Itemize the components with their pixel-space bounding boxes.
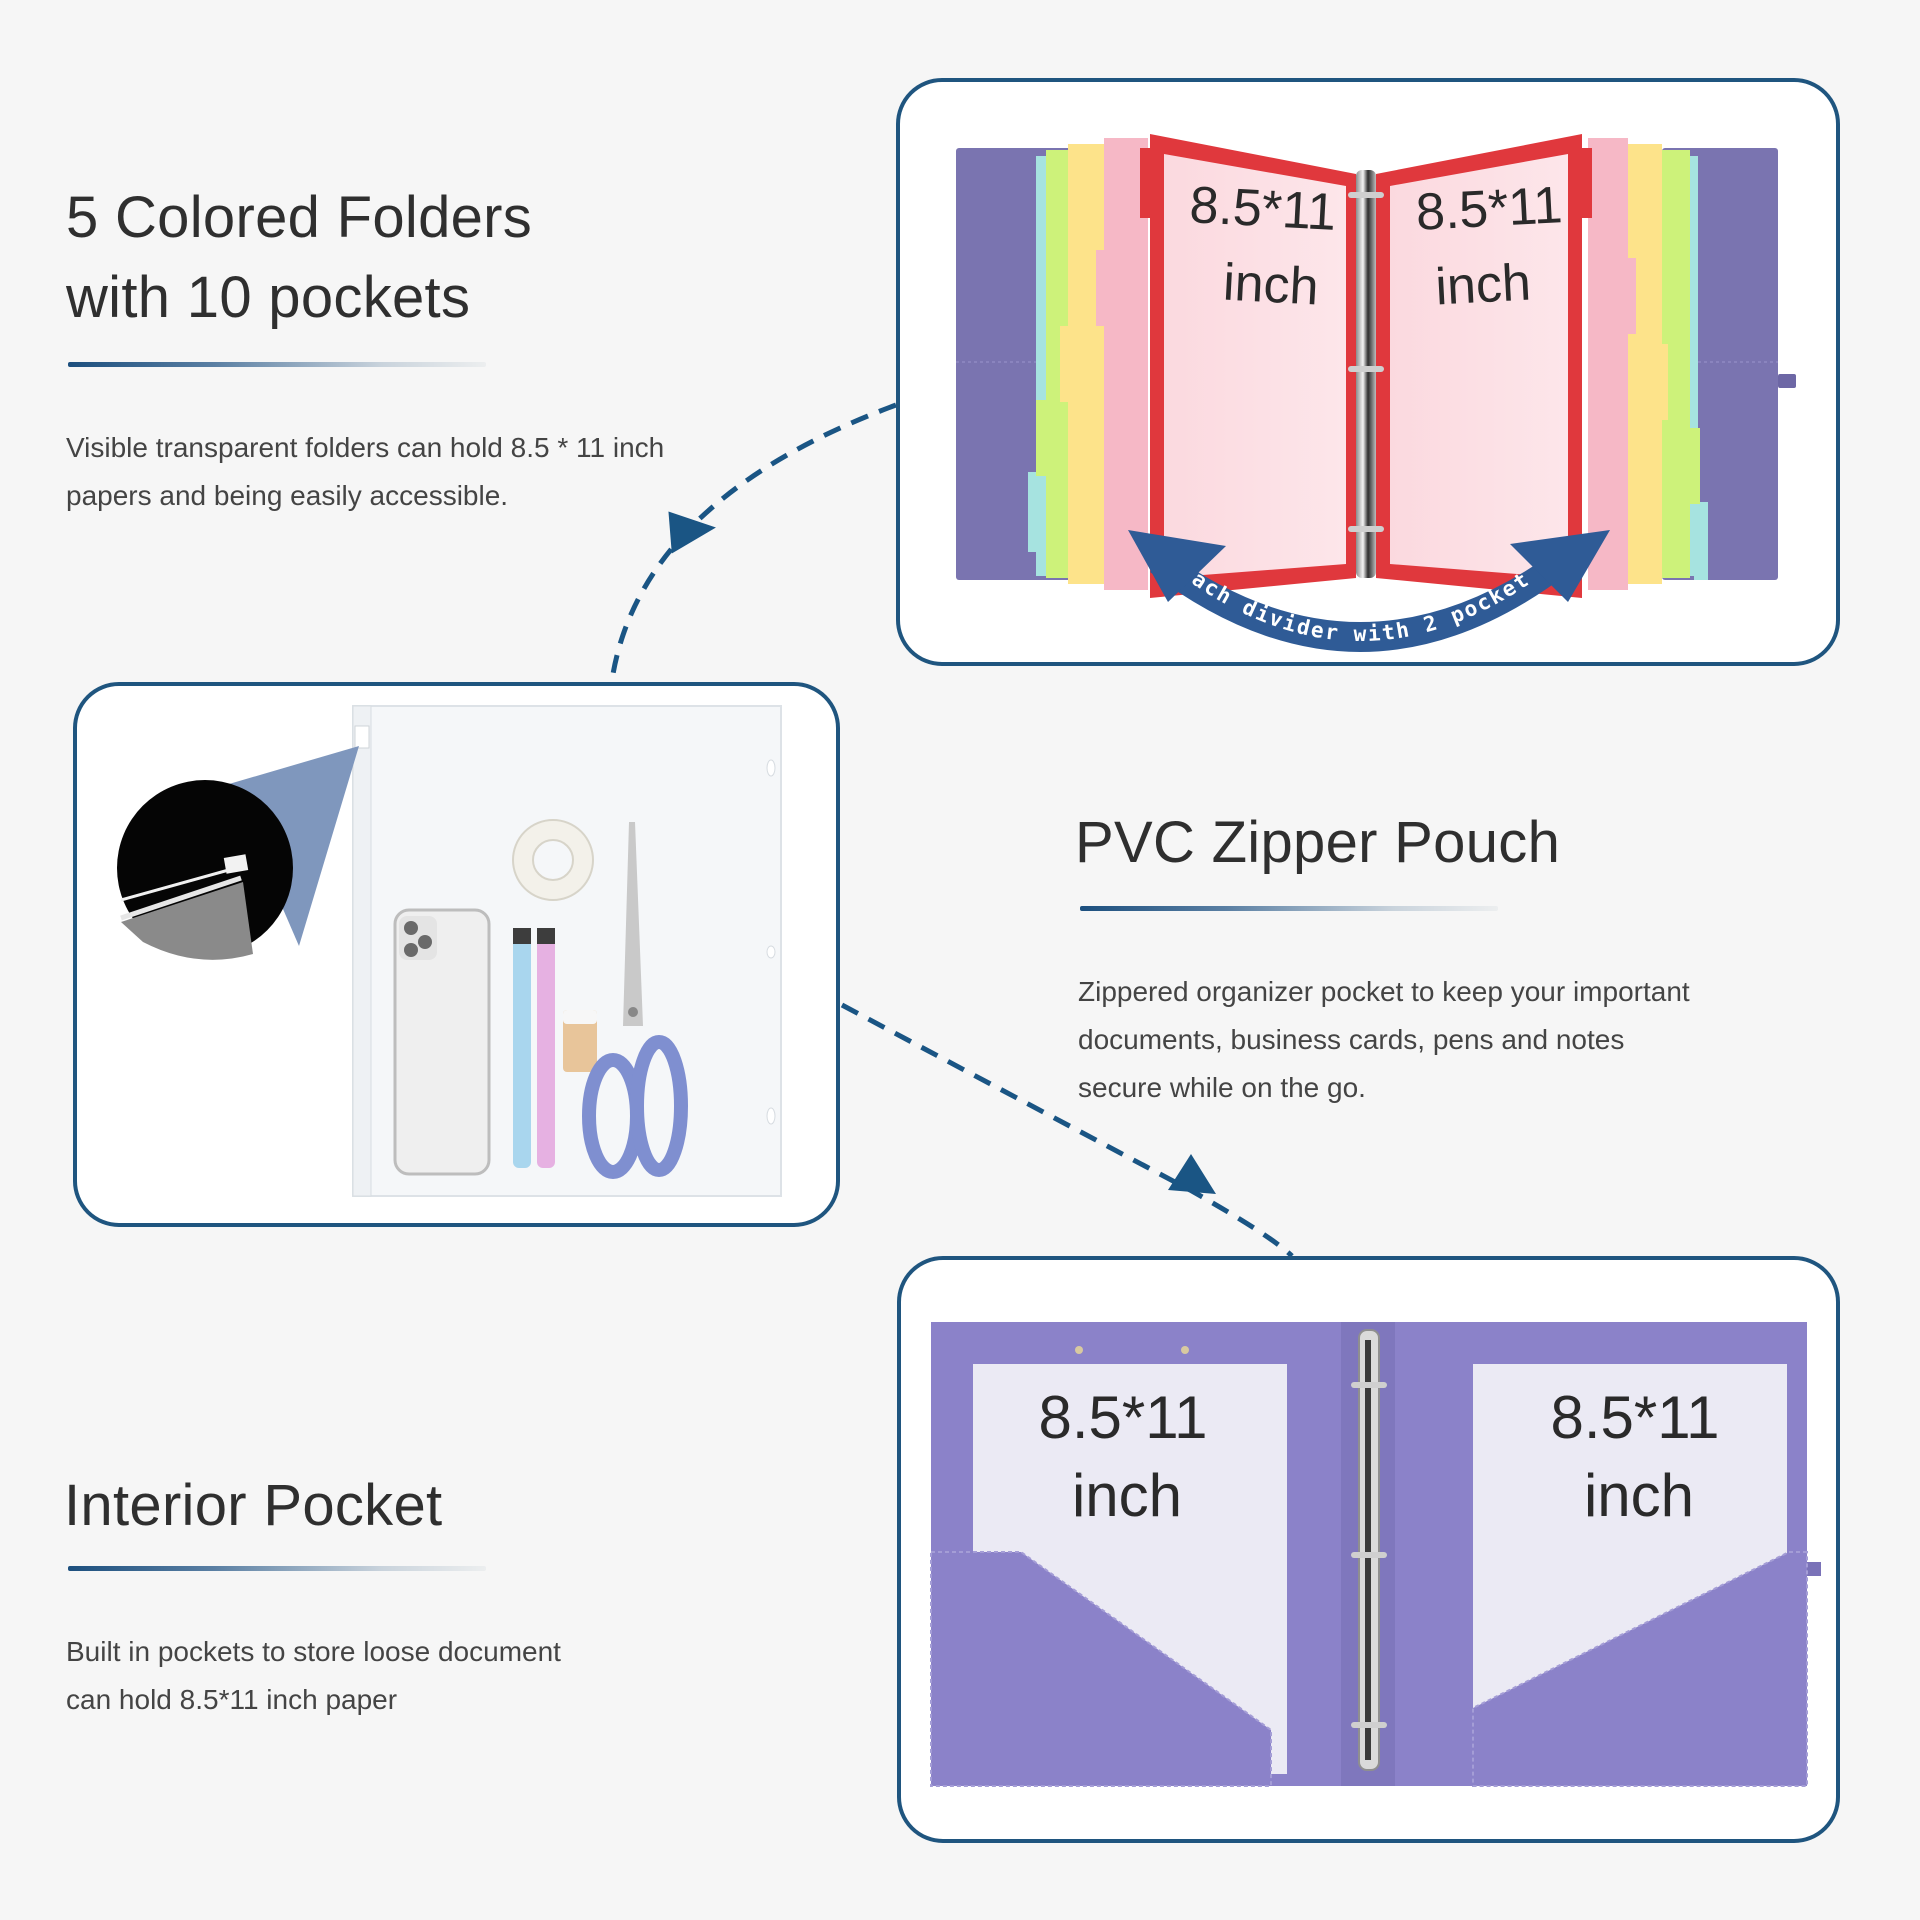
left-pink-page xyxy=(1164,154,1346,578)
phone-icon xyxy=(393,908,491,1176)
interior-pocket-description: Built in pockets to store loose document… xyxy=(66,1628,561,1724)
left-red-tab xyxy=(1140,148,1154,218)
arc-arrowhead-left xyxy=(1128,530,1226,602)
snap-button-1 xyxy=(1075,1346,1083,1354)
right-tab-green xyxy=(1686,428,1700,504)
right-pocket-flap xyxy=(1472,1551,1808,1787)
ring-bottom xyxy=(1348,526,1384,532)
right-tab-yellow xyxy=(1654,344,1668,420)
binder-hole-3 xyxy=(766,1107,776,1125)
interior-pocket-underline xyxy=(68,1566,486,1571)
arrowhead-folders xyxy=(668,511,716,554)
cover-strap xyxy=(1778,374,1796,388)
left-tab-pink xyxy=(1096,250,1110,326)
right-divider-pink xyxy=(1588,138,1628,590)
colored-folders-description-line2: papers and being easily accessible. xyxy=(66,480,509,511)
colored-folders-title: 5 Colored Folders with 10 pockets xyxy=(66,178,532,338)
pink-marker-icon xyxy=(537,928,555,1168)
arrowhead-pouch xyxy=(1168,1154,1216,1194)
interior-binder-illustration: 8.5*11 inch 8.5*11 inch xyxy=(930,1322,1821,1787)
zipper-pouch-description-line1: Zippered organizer pocket to keep your i… xyxy=(1078,976,1690,1007)
ring-middle xyxy=(1348,366,1384,372)
right-pocket-unit-label: inch xyxy=(1584,1462,1694,1529)
right-tab-blue xyxy=(1694,502,1708,580)
zipper-pouch-description-line2: documents, business cards, pens and note… xyxy=(1078,1024,1625,1055)
magnifier-bag-surface xyxy=(121,882,253,960)
right-pink-page xyxy=(1390,154,1568,578)
left-pocket-unit-label: inch xyxy=(1072,1462,1182,1529)
binder-hole-1 xyxy=(766,759,776,777)
zipper-pouch-underline xyxy=(1080,906,1498,911)
binder-strap xyxy=(1807,1562,1821,1576)
left-tab-blue xyxy=(1028,472,1042,552)
connector-folders-to-pouch xyxy=(609,402,897,681)
ring-clip-middle xyxy=(1351,1552,1387,1558)
left-page-unit-label: inch xyxy=(1222,254,1320,317)
zipper-pouch-card xyxy=(73,682,840,1227)
divider-arc-band xyxy=(1150,552,1570,652)
right-tab-pink xyxy=(1622,258,1636,334)
right-page-unit-label: inch xyxy=(1434,254,1532,317)
scissors-right-handle xyxy=(630,1035,688,1177)
left-page-size-label: 8.5*11 xyxy=(1188,176,1337,242)
scissors-blade xyxy=(623,822,643,1026)
eraser-icon xyxy=(563,1010,597,1072)
colored-folders-title-line2: with 10 pockets xyxy=(66,265,471,330)
left-pocket-size-label: 8.5*11 xyxy=(1038,1384,1207,1451)
ring-spine xyxy=(1356,170,1376,578)
colored-folders-description: Visible transparent folders can hold 8.5… xyxy=(66,424,664,520)
ring-clip-top xyxy=(1351,1382,1387,1388)
zipper-pouch-description-line3: secure while on the go. xyxy=(1078,1072,1366,1103)
left-tab-yellow xyxy=(1060,326,1074,402)
blue-marker-icon xyxy=(513,928,531,1168)
phone-camera-module xyxy=(399,916,437,960)
ring-top xyxy=(1348,192,1384,198)
binder-hole-2 xyxy=(766,945,776,959)
magnifier-cone xyxy=(229,746,359,946)
right-pocket-size-label: 8.5*11 xyxy=(1550,1384,1719,1451)
left-pocket-flap xyxy=(930,1551,1272,1787)
zipper-pouch-title: PVC Zipper Pouch xyxy=(1075,810,1561,875)
connector-pouch-to-interior xyxy=(840,1002,1294,1258)
colored-folders-underline xyxy=(68,362,486,367)
interior-pocket-description-line2: can hold 8.5*11 inch paper xyxy=(66,1684,398,1715)
right-red-tab xyxy=(1580,148,1592,218)
zipper-pouch-description: Zippered organizer pocket to keep your i… xyxy=(1078,968,1690,1112)
right-page-size-label: 8.5*11 xyxy=(1414,176,1563,242)
left-divider-yellow xyxy=(1068,144,1106,584)
dividers-binder-illustration: 8.5*11 inch 8.5*11 inch Each divider wit… xyxy=(900,82,1796,652)
colored-folders-description-line1: Visible transparent folders can hold 8.5… xyxy=(66,432,665,463)
interior-binder-card: 8.5*11 inch 8.5*11 inch xyxy=(897,1256,1840,1843)
interior-pocket-title: Interior Pocket xyxy=(64,1473,443,1538)
interior-pocket-description-line1: Built in pockets to store loose document xyxy=(66,1636,561,1667)
zipper-pull xyxy=(354,725,370,749)
left-tab-green xyxy=(1036,400,1050,476)
ring-clip-bottom xyxy=(1351,1722,1387,1728)
dividers-binder-card: 8.5*11 inch 8.5*11 inch Each divider wit… xyxy=(896,78,1840,666)
zipper-pouch-illustration xyxy=(117,705,782,1197)
snap-button-2 xyxy=(1181,1346,1189,1354)
colored-folders-title-line1: 5 Colored Folders xyxy=(66,185,533,250)
magnifier-zipper-slider xyxy=(223,854,249,874)
arc-arrowhead-right xyxy=(1510,530,1610,602)
pouch-zipper-track xyxy=(352,705,372,1197)
